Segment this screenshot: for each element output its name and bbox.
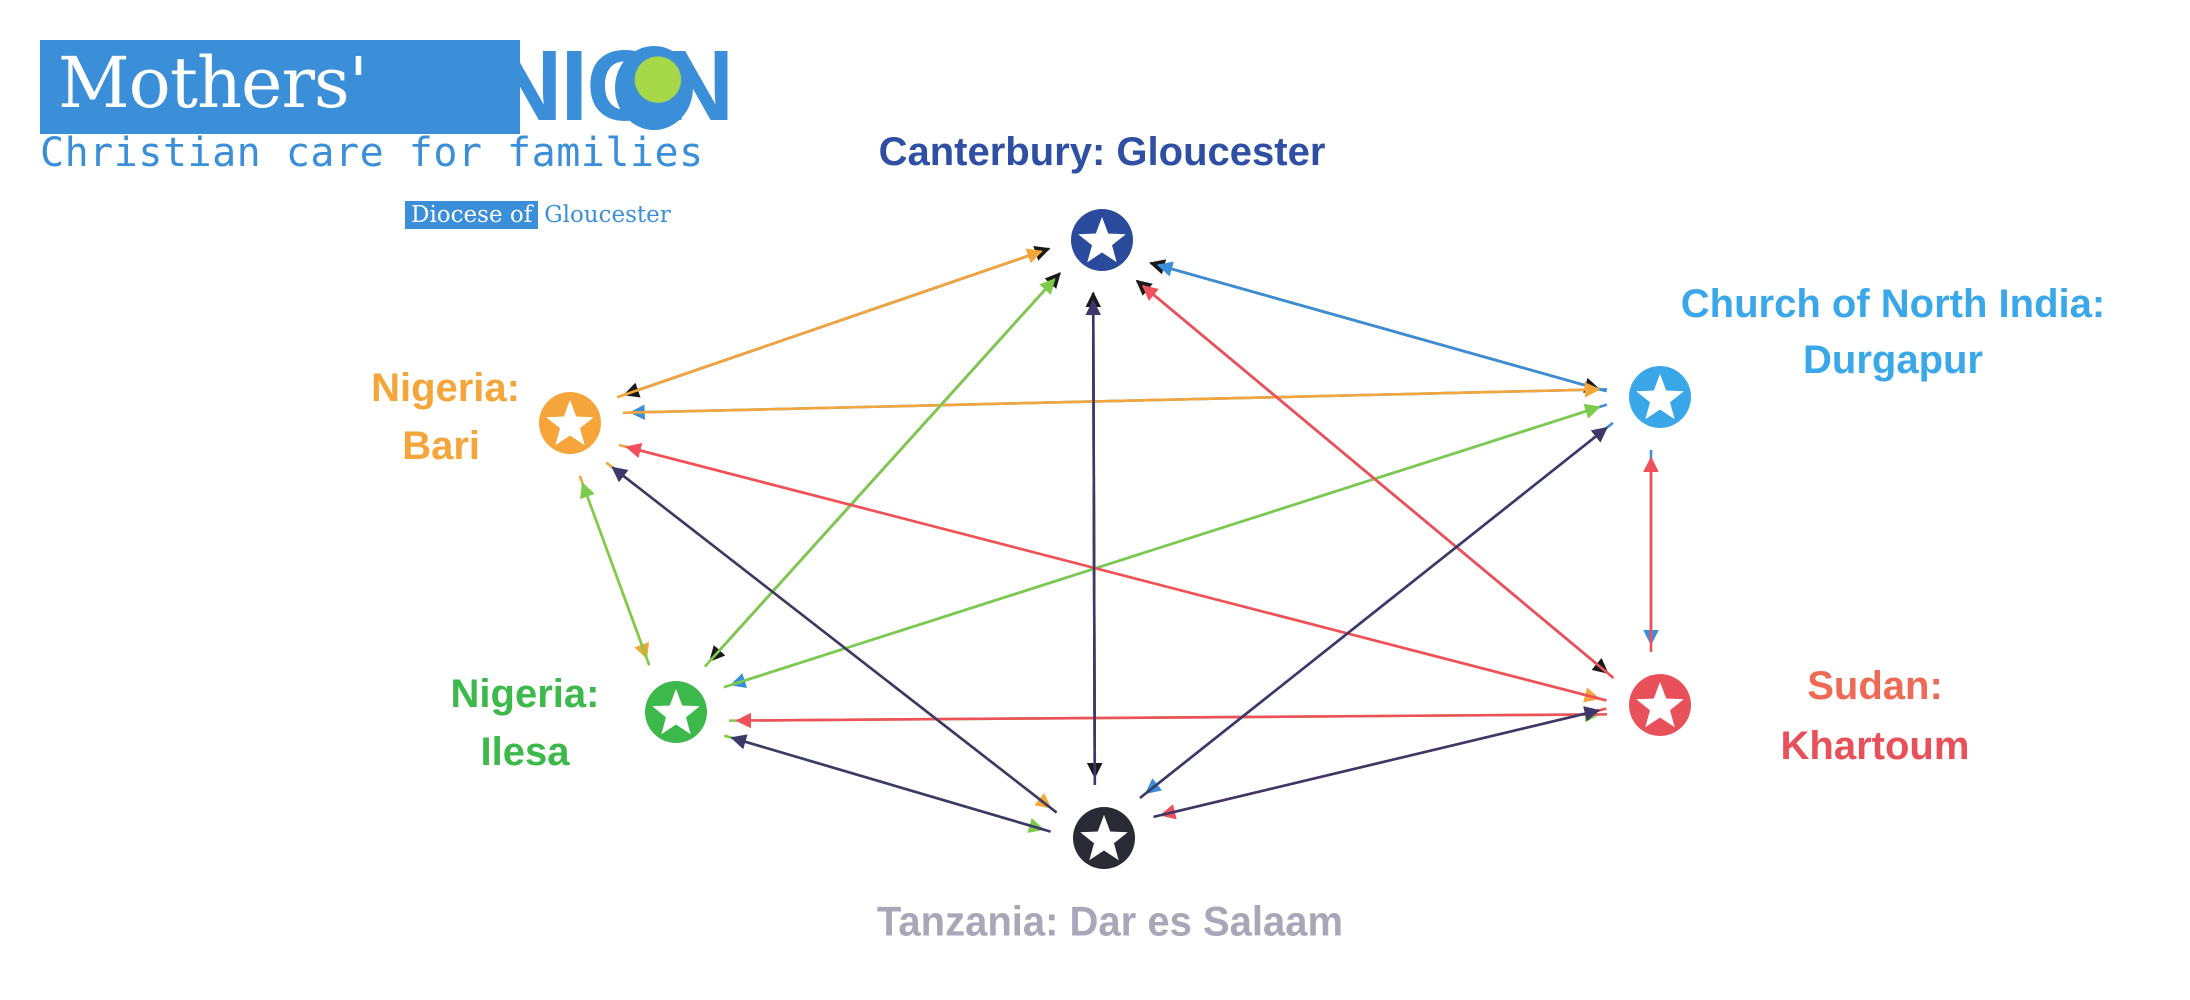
diocese-name: Gloucester xyxy=(544,202,671,228)
label-line: Ilesa xyxy=(480,730,570,774)
link-tanzania-to-canterbury xyxy=(1085,299,1102,786)
node-cni xyxy=(1629,366,1691,428)
link-tanzania-to-bari xyxy=(611,466,1058,814)
link-ilesa-to-canterbury xyxy=(703,278,1056,668)
link-cni-to-canterbury xyxy=(1156,261,1607,393)
link-khartoum-to-ilesa xyxy=(735,712,1608,729)
node-label-bari: Nigeria: Bari xyxy=(320,364,520,470)
link-tanzania-to-khartoum xyxy=(1153,706,1601,819)
star-icon xyxy=(1078,217,1126,263)
node-khartoum xyxy=(1629,674,1691,736)
star-icon xyxy=(652,689,700,735)
node-canterbury xyxy=(1071,209,1133,271)
link-tanzania-to-cni xyxy=(1139,426,1608,800)
node-label-tanzania: Tanzania: Dar es Salaam xyxy=(0,897,2190,947)
link-khartoum-to-bari xyxy=(625,442,1607,702)
node-label-ilesa: Nigeria: Ilesa xyxy=(400,670,650,776)
link-ilesa-to-cni xyxy=(723,403,1601,689)
globe-icon xyxy=(615,46,693,130)
star-icon xyxy=(1636,374,1684,420)
link-bari-to-canterbury xyxy=(616,248,1043,399)
node-label-khartoum: Sudan: Khartoum xyxy=(1760,662,1990,770)
label-line: Khartoum xyxy=(1780,724,1970,768)
star-icon xyxy=(1636,682,1684,728)
label-line: Tanzania: Dar es Salaam xyxy=(876,898,1344,946)
star-icon xyxy=(546,400,594,446)
link-khartoum-to-canterbury xyxy=(1141,284,1615,679)
node-bari xyxy=(539,392,601,454)
label-line: Nigeria: xyxy=(371,366,520,410)
label-line: Canterbury: Gloucester xyxy=(878,130,1326,174)
star-icon xyxy=(1080,815,1128,861)
logo-banner xyxy=(40,40,520,134)
node-label-cni: Church of North India: Durgapur xyxy=(1660,280,2126,384)
logo-mothers-text: Mothers' xyxy=(58,42,368,124)
node-label-canterbury: Canterbury: Gloucester xyxy=(0,128,2190,176)
label-line: Nigeria: xyxy=(450,672,600,716)
label-line: Sudan: xyxy=(1807,664,1943,708)
logo-tagline: Christian care for families xyxy=(40,130,704,176)
label-line: Durgapur xyxy=(1803,338,1983,382)
diocese-prefix: Diocese of xyxy=(405,201,539,229)
node-ilesa xyxy=(645,681,707,743)
link-tanzania-to-ilesa xyxy=(730,734,1051,833)
node-tanzania xyxy=(1073,807,1135,869)
label-line: Bari xyxy=(402,424,480,468)
label-line: Church of North India: xyxy=(1680,282,2106,326)
link-ilesa-to-bari xyxy=(580,481,651,666)
link-bari-to-cni xyxy=(622,381,1601,415)
mothers-union-logo: Mothers' UNION xyxy=(40,36,745,136)
